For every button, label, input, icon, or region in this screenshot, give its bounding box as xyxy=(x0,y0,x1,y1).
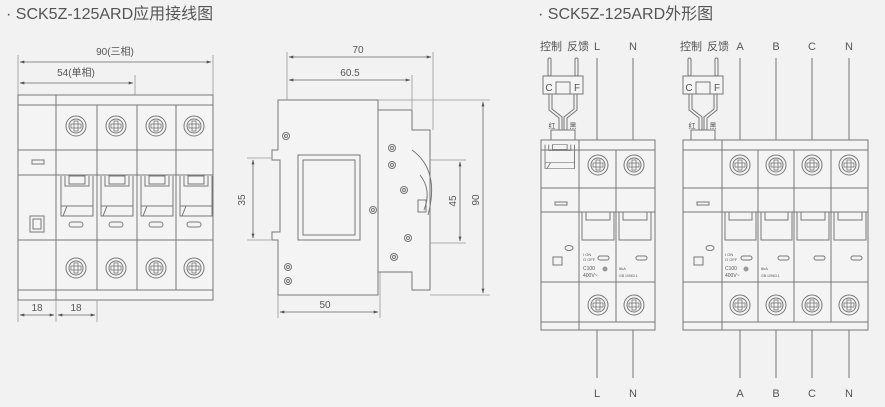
dim-50: 50 xyxy=(319,300,331,311)
mark-std: GB 10963.1 xyxy=(761,274,780,278)
bottom-label-N: N xyxy=(845,388,853,400)
dim-54-single-phase: 54(单相) xyxy=(57,66,95,79)
left-title: · SCK5Z-125ARD应用接线图 xyxy=(6,4,213,23)
dim-45: 45 xyxy=(448,195,459,207)
dim-18-a: 18 xyxy=(31,303,43,314)
bottom-label-C: C xyxy=(808,388,816,400)
label-feedback: 反馈 xyxy=(567,40,589,53)
plug-c: C xyxy=(685,83,692,94)
wire-black: 黑 xyxy=(710,122,717,130)
mark-ka: 6kA xyxy=(761,266,768,271)
mark-voltage: 400V~ xyxy=(725,273,740,279)
dim-90: 90 xyxy=(471,194,482,206)
mark-off: O OFF xyxy=(583,257,596,262)
label-control: 控制 xyxy=(540,39,562,53)
outline-4p: 控制 反馈 A B C N C F 红 黑 I ON O OFF C100 40… xyxy=(680,39,869,400)
plug-f: F xyxy=(574,83,580,94)
bottom-label-B: B xyxy=(772,388,779,400)
mark-on: I ON xyxy=(725,252,733,257)
wire-black: 黑 xyxy=(570,122,577,130)
wire-red: 红 xyxy=(689,121,696,130)
plug-c: C xyxy=(545,83,552,94)
mark-std: GB 10963.1 xyxy=(619,274,638,278)
mark-on: I ON xyxy=(583,252,591,257)
mark-ka: 6kA xyxy=(619,266,626,271)
label-N: N xyxy=(845,41,853,53)
label-B: B xyxy=(772,41,779,53)
mark-rating: C100 xyxy=(583,266,595,272)
dim-18-b: 18 xyxy=(70,303,82,314)
label-A: A xyxy=(736,41,744,53)
mark-rating: C100 xyxy=(725,266,737,272)
bottom-label-A: A xyxy=(736,388,744,400)
bottom-label-N: N xyxy=(629,388,637,400)
label-N: N xyxy=(629,41,637,53)
label-control: 控制 xyxy=(680,39,702,53)
wire-red: 红 xyxy=(549,121,556,130)
dim-35: 35 xyxy=(237,194,248,206)
mark-voltage: 400V~ xyxy=(583,273,598,279)
label-L: L xyxy=(594,41,600,53)
bottom-label-L: L xyxy=(594,388,600,400)
side-view: 70 60.5 35 45 90 50 xyxy=(237,45,490,318)
dim-70: 70 xyxy=(352,45,364,56)
right-title: · SCK5Z-125ARD外形图 xyxy=(538,5,713,23)
dim-90-three-phase: 90(三相) xyxy=(96,45,134,58)
dim-60-5: 60.5 xyxy=(340,68,360,79)
plug-f: F xyxy=(714,83,720,94)
label-C: C xyxy=(808,41,816,53)
outline-2p: 控制 反馈 L N C F 红 黑 I ON O OFF C100 400V~ … xyxy=(540,39,656,400)
front-view: 90(三相) 54(单相) 18 18 xyxy=(17,45,214,322)
label-feedback: 反馈 xyxy=(707,40,729,53)
mark-off: O OFF xyxy=(725,257,738,262)
